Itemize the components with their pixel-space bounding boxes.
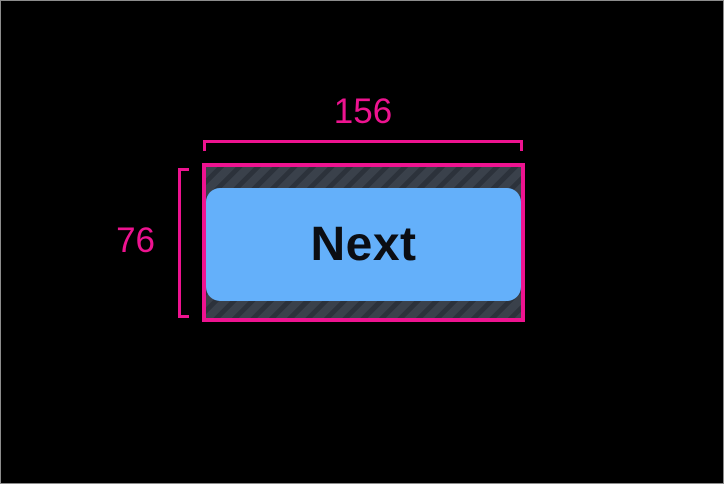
height-dimension-label: 76	[116, 221, 155, 260]
width-dimension-label: 156	[333, 92, 393, 131]
height-dimension-bracket	[178, 168, 189, 318]
width-dimension-bracket	[203, 140, 523, 151]
next-button[interactable]: Next	[206, 188, 521, 301]
touch-target-bounds: Next	[202, 163, 525, 322]
